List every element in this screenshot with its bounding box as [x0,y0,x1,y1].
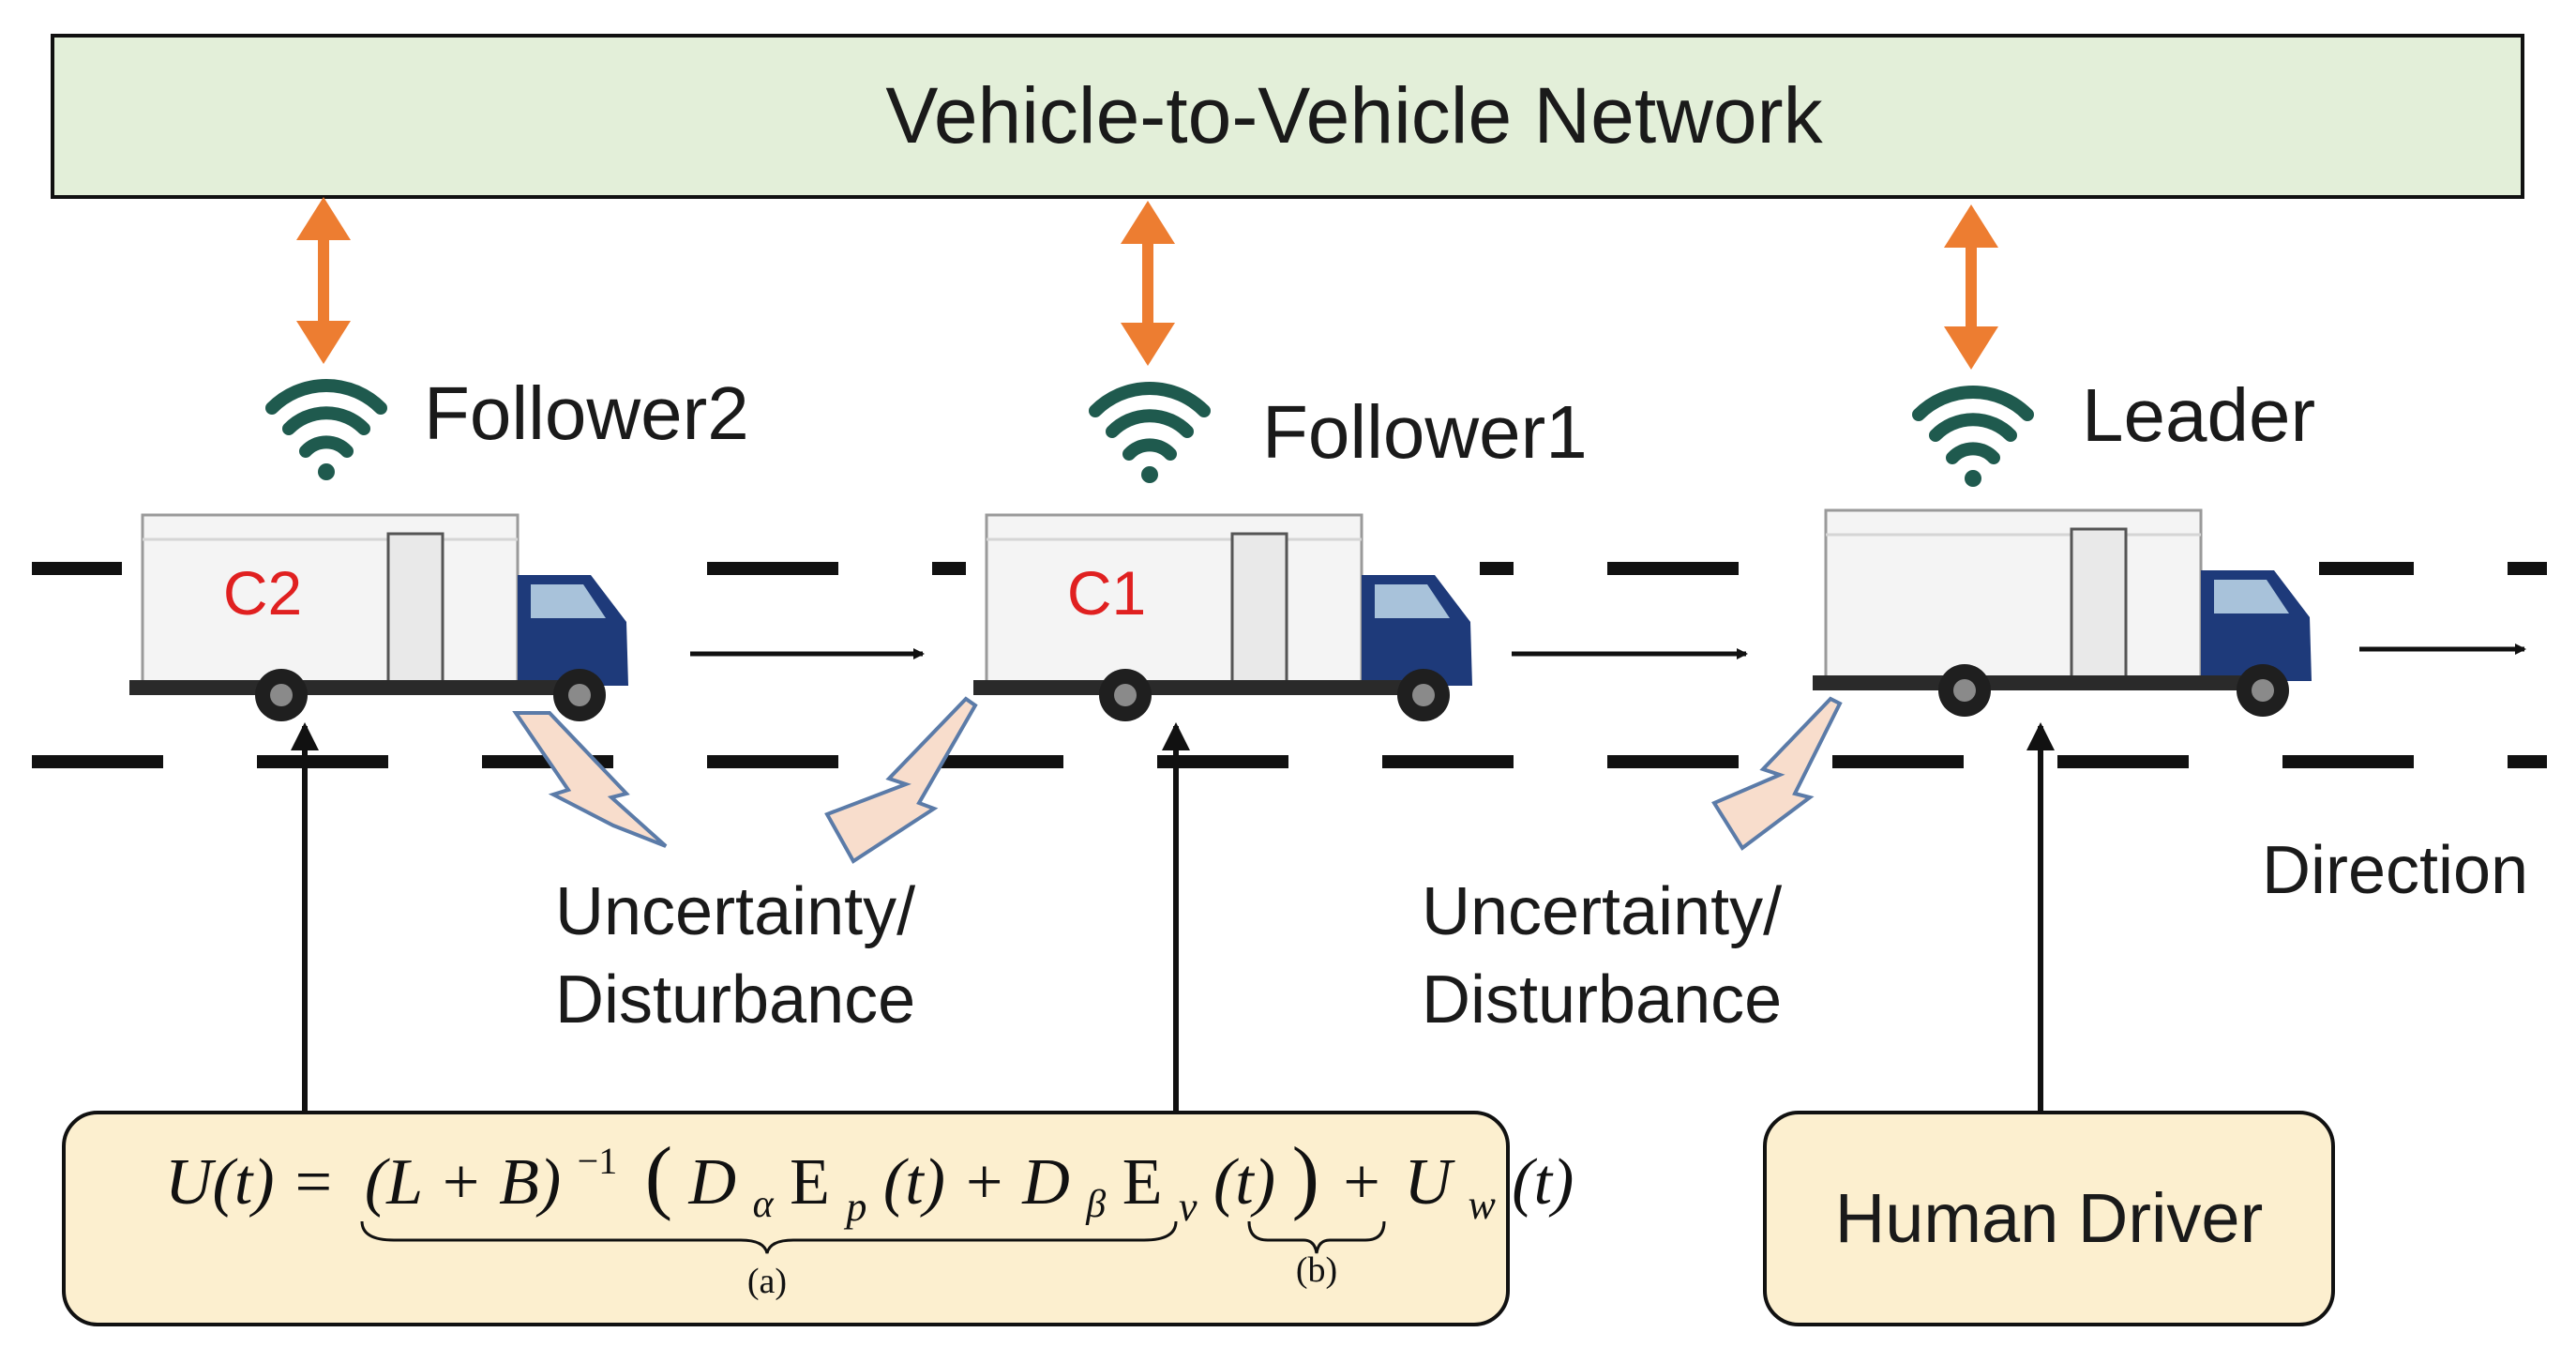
network-link-leader [1944,204,1998,370]
underbrace-b [1247,1220,1386,1254]
lightning-icon [512,711,668,848]
network-link-follower1 [1121,201,1175,366]
disturbance-label-line2: Disturbance [555,962,915,1037]
underbrace-a-label: (a) [747,1262,787,1301]
controller-equation-box: U(t) = (L + B) −1 ( D α E p (t) + D β E … [62,1111,1574,1326]
vehicle-role-leader: Leader [2082,373,2315,457]
lightning-icon [1711,696,1843,851]
network-title: Vehicle-to-Vehicle Network [885,71,1823,159]
v2v-network-bar: Vehicle-to-Vehicle Network [51,34,2524,199]
network-link-follower2 [296,197,351,364]
truck-follower2: C2 [122,502,636,721]
vehicle-role-follower2: Follower2 [424,371,749,455]
vehicle-badge: C1 [1067,558,1146,628]
vehicle-role-follower1: Follower1 [1262,390,1588,474]
truck-follower1: C1 [966,502,1480,721]
disturbance-label-line1: Uncertainty/ [555,874,915,949]
wifi-icon [1089,381,1211,483]
human-driver-label: Human Driver [1835,1179,2263,1257]
lightning-icon [824,696,978,864]
wifi-icon [265,378,387,480]
underbrace-a [360,1220,1178,1254]
disturbance-label-line1: Uncertainty/ [1422,874,1782,949]
direction-label: Direction [2262,833,2528,908]
human-driver-box: Human Driver [1763,1111,2335,1326]
wifi-icon [1912,385,2034,487]
controller-equation: U(t) = (L + B) −1 ( D α E p (t) + D β E … [165,1116,1574,1235]
vehicle-badge: C2 [223,558,302,628]
network-links [296,197,1998,370]
underbrace-b-label: (b) [1296,1250,1337,1290]
disturbance-label-line2: Disturbance [1422,962,1782,1037]
truck-leader [1805,497,2319,717]
